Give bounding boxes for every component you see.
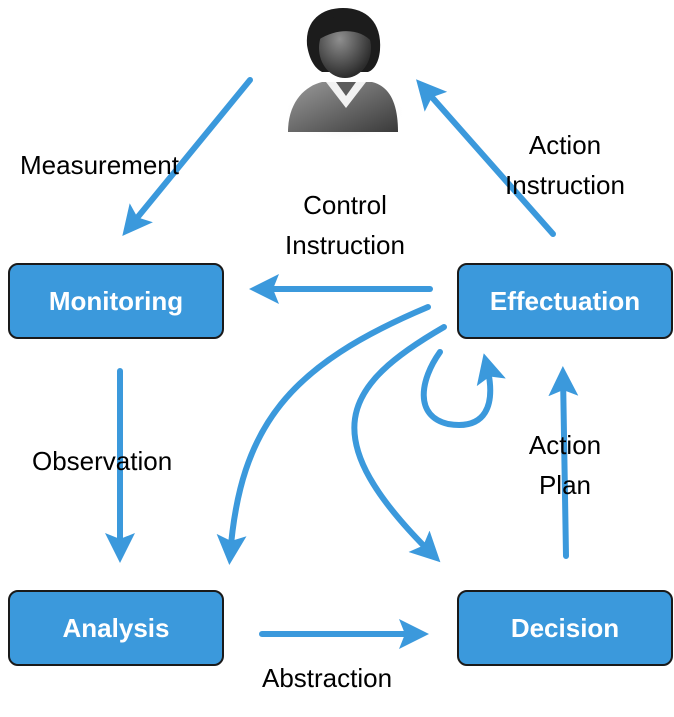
label-control-instruction: Control Instruction [285, 190, 405, 260]
arrow-effectuation-self-loop [420, 349, 506, 428]
label-measurement: Measurement [20, 150, 179, 180]
arrow-measurement [122, 77, 253, 236]
node-effectuation: Effectuation [457, 263, 673, 339]
arrow-effectuation-to-decision [351, 324, 447, 563]
label-observation: Observation [32, 446, 173, 476]
arrow-action-instruction [416, 79, 556, 237]
arrow-action-plan [548, 366, 579, 559]
arrow-effectuation-to-analysis [216, 304, 431, 565]
node-analysis: Analysis [8, 590, 224, 666]
label-abstraction: Abstraction [262, 663, 393, 693]
node-monitoring: Monitoring [8, 263, 224, 339]
label-action-instruction: Action Instruction [505, 130, 625, 200]
label-action-plan: Action Plan [528, 430, 602, 500]
node-decision: Decision [457, 590, 673, 666]
user-avatar-icon [283, 8, 407, 142]
